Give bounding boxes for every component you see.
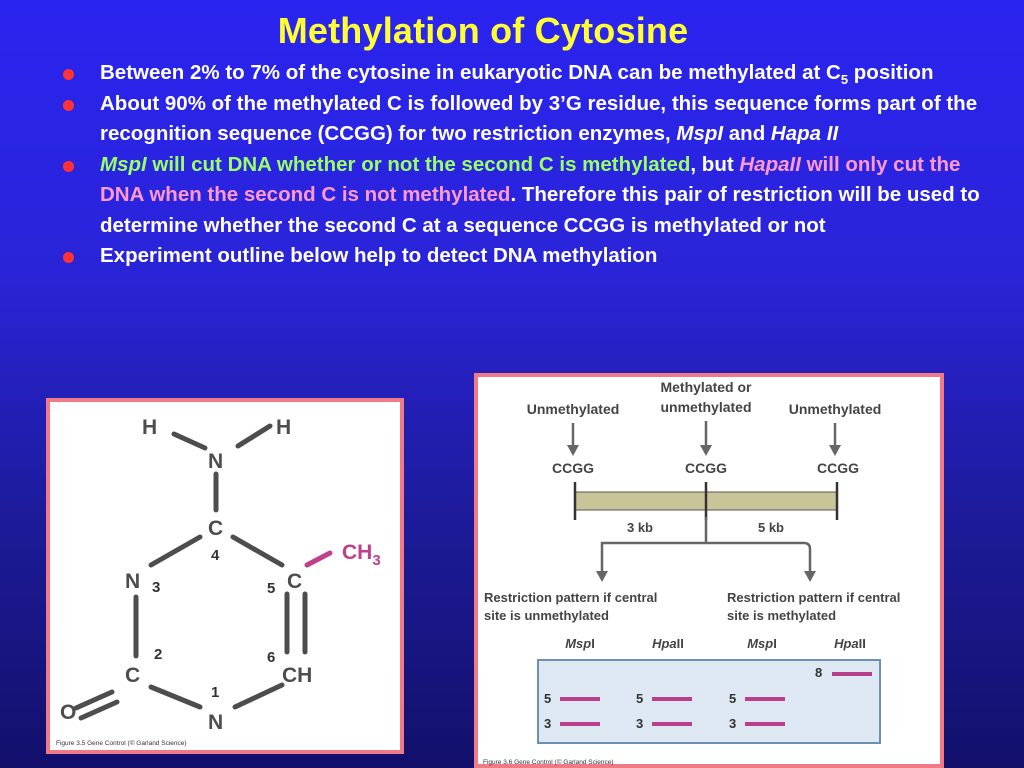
pattern-methylated-line2: site is methylated <box>727 608 836 623</box>
pattern-unmethylated-line1: Restriction pattern if central <box>484 590 657 605</box>
bullet-experiment-outline: Experiment outline below help to detect … <box>60 241 1000 272</box>
bullet-dot <box>63 160 74 172</box>
lane-label-hpaii-2: HpaII <box>834 636 866 651</box>
atom-n3: N <box>125 570 140 593</box>
gel-band-5kb-hpaii <box>652 697 692 701</box>
band-size-8: 8 <box>815 665 822 680</box>
atom-n-amino: N <box>208 450 223 473</box>
band-size-3-lane1: 3 <box>544 716 551 731</box>
band-size-5-lane2: 5 <box>636 691 643 706</box>
lane-label-mspi-2: MspI <box>747 636 777 651</box>
cytosine-structure-diagram: H H N C N C C CH O N CH3 4 3 5 2 6 1 Fig… <box>56 416 381 747</box>
gel-band-5kb-mspi <box>560 697 600 701</box>
lane-label-mspi-1: MspI <box>565 636 595 651</box>
band-size-3-lane2: 3 <box>636 716 643 731</box>
position-3: 3 <box>152 579 160 596</box>
atom-h-right: H <box>276 416 291 439</box>
position-2: 2 <box>154 646 162 663</box>
label-unmethylated-right: Unmethylated <box>789 401 882 417</box>
bullet-enzyme-comparison: MspI will cut DNA whether or not the sec… <box>60 150 1000 242</box>
band-size-5-lane1: 5 <box>544 691 551 706</box>
pattern-methylated-line1: Restriction pattern if central <box>727 590 900 605</box>
label-methylated-or: Methylated or <box>660 379 752 395</box>
fragment-3kb: 3 kb <box>627 520 653 535</box>
bullet-dot <box>63 69 74 80</box>
gel-band-3kb-mspi <box>560 722 600 726</box>
atom-ch6: CH <box>282 664 312 687</box>
position-4: 4 <box>211 547 220 564</box>
lane-label-hpaii-1: HpaII <box>652 636 684 651</box>
figure-caption: Figure 3.5 Gene Control (© Garland Scien… <box>56 739 187 747</box>
site-ccgg-mid: CCGG <box>685 460 727 476</box>
atom-n1: N <box>208 711 223 734</box>
gel-box <box>537 659 881 744</box>
bullet-list: Between 2% to 7% of the cytosine in euka… <box>60 58 1000 272</box>
bullet-dot <box>63 99 74 111</box>
cytosine-structure-figure: H H N C N C C CH O N CH3 4 3 5 2 6 1 Fig… <box>46 398 404 754</box>
slide-title: Methylation of Cytosine <box>277 10 689 51</box>
gel-band-3kb-mspi-methylated <box>745 722 785 726</box>
atom-c5: C <box>287 570 302 593</box>
bullet-methylation-percentage: Between 2% to 7% of the cytosine in euka… <box>60 58 1000 89</box>
position-1: 1 <box>211 684 219 701</box>
site-ccgg-right: CCGG <box>817 460 859 476</box>
band-size-5-lane3: 5 <box>729 691 736 706</box>
bullet-recognition-sequence: About 90% of the methylated C is followe… <box>60 89 1000 150</box>
figure-caption: Figure 3.6 Gene Control (© Garland Scien… <box>483 758 614 766</box>
position-5: 5 <box>267 580 275 597</box>
gel-band-8kb-hpaii <box>832 672 872 676</box>
atom-c2: C <box>125 664 140 687</box>
restriction-experiment-figure: Unmethylated Methylated or unmethylated … <box>474 373 944 768</box>
bullet-dot <box>63 252 74 263</box>
atom-o: O <box>60 701 76 724</box>
atom-c4: C <box>208 517 223 540</box>
site-ccgg-left: CCGG <box>552 460 594 476</box>
restriction-experiment-diagram: Unmethylated Methylated or unmethylated … <box>483 379 900 766</box>
label-unmethylated-mid: unmethylated <box>660 399 751 415</box>
gel-band-3kb-hpaii <box>652 722 692 726</box>
fragment-5kb: 5 kb <box>758 520 784 535</box>
gel-band-5kb-mspi-methylated <box>745 697 785 701</box>
band-size-3-lane3: 3 <box>729 716 736 731</box>
label-unmethylated-left: Unmethylated <box>527 401 620 417</box>
methyl-group: CH3 <box>342 541 381 569</box>
position-6: 6 <box>267 649 275 666</box>
pattern-unmethylated-line2: site is unmethylated <box>484 608 609 623</box>
atom-h-left: H <box>142 416 157 439</box>
